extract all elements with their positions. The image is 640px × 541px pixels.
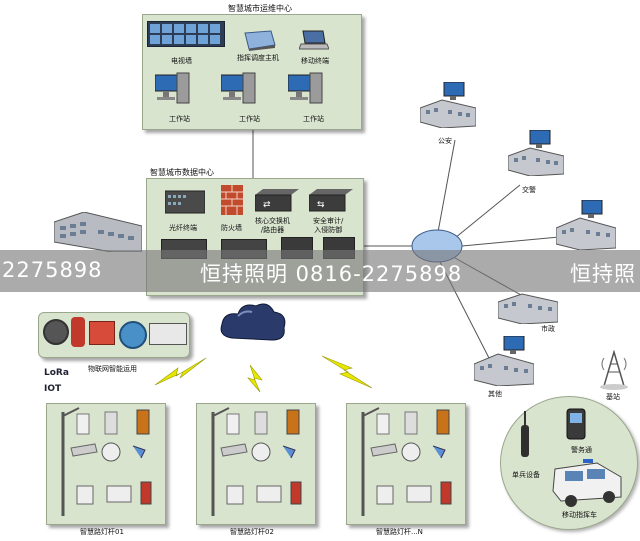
firewall-label: 防火墙: [221, 224, 242, 232]
smart-meter-icon: [149, 323, 187, 345]
public-security-label: 公安: [438, 137, 452, 145]
iot-caption: 物联网智能运用: [88, 365, 137, 373]
workstation-label-2: 工作站: [239, 115, 260, 123]
data-center-title: 智慧城市数据中心: [150, 168, 214, 177]
pole-1-devices: [61, 407, 152, 516]
fiber-terminal-icon: [165, 189, 205, 215]
svg-text:⇄: ⇄: [263, 200, 271, 210]
manhole-icon: [43, 319, 69, 345]
watermark-band: 2275898 恒持照明 0816-2275898 恒持照: [0, 250, 640, 292]
soldier-device-label: 单兵设备: [512, 471, 540, 479]
vehicle-label: 移动指挥车: [562, 511, 597, 519]
workstation-icon-2: [221, 71, 257, 109]
workstation-label-1: 工作站: [169, 115, 190, 123]
ops-center-panel: 电视墙 指挥调度主机 移动终端 工作站 工作站 工作站: [142, 14, 362, 130]
mobile-command-circle: [500, 396, 638, 530]
wireless-link-1: [154, 357, 207, 386]
watermark-center: 恒持照明 0816-2275898: [200, 262, 463, 286]
building-icon: [54, 212, 142, 252]
police-phone-label: 警务通: [571, 446, 592, 454]
hydrant-icon: [71, 317, 85, 347]
agency-building-icon: [556, 200, 616, 250]
other-agency-label: 其他: [488, 390, 502, 398]
pole-panel-2: [196, 403, 316, 525]
workstation-icon-1: [155, 71, 191, 109]
other-agency-icon: [474, 336, 534, 386]
pole-label-1: 智慧路灯杆01: [80, 528, 124, 536]
pole-2-devices: [211, 407, 302, 516]
workstation-label-3: 工作站: [303, 115, 324, 123]
core-switch-icon: ⇄: [255, 189, 299, 213]
wireless-link-2: [247, 364, 263, 393]
water-meter-icon: [119, 321, 147, 349]
watermark-right: 恒持照: [570, 262, 636, 286]
watermark-left: 2275898: [2, 258, 103, 282]
municipal-icon: [498, 288, 558, 324]
dispatch-host-label: 指挥调度主机: [237, 54, 279, 62]
pole-panel-1: [46, 403, 166, 525]
firewall-icon: [221, 185, 243, 215]
pole-label-2: 智慧路灯杆02: [230, 528, 274, 536]
cloud-icon: [218, 300, 288, 346]
base-station-icon: [596, 350, 632, 390]
public-security-icon: [420, 82, 476, 128]
workstation-icon-3: [288, 71, 324, 109]
municipal-label: 市政: [541, 325, 555, 333]
dispatch-host-icon: [241, 29, 277, 51]
lora-logo: LoRa: [44, 368, 69, 378]
pole-label-n: 智慧路灯杆...N: [376, 528, 423, 536]
svg-text:⇆: ⇆: [317, 200, 325, 210]
pole-panel-n: [346, 403, 466, 525]
mobile-terminal-label: 移动终端: [301, 57, 329, 65]
video-wall-label: 电视墙: [171, 57, 192, 65]
pole-n-devices: [361, 407, 452, 516]
core-switch-label: 核心交换机 /路由器: [255, 217, 290, 234]
traffic-police-icon: [508, 130, 564, 176]
wireless-link-3: [321, 355, 373, 389]
base-station-label: 基站: [606, 393, 620, 401]
iot-panel: [38, 312, 190, 358]
ops-center-title: 智慧城市运维中心: [228, 4, 292, 13]
audit-device-label: 安全审计/ 入侵防御: [313, 217, 344, 234]
traffic-police-label: 交警: [522, 186, 536, 194]
laptop-icon: [299, 29, 329, 51]
fire-box-icon: [89, 321, 115, 345]
iot-logo: IOT: [44, 384, 62, 394]
fiber-terminal-label: 光纤终端: [169, 224, 197, 232]
audit-device-icon: ⇆: [309, 189, 353, 213]
video-wall-icon: [147, 21, 225, 47]
